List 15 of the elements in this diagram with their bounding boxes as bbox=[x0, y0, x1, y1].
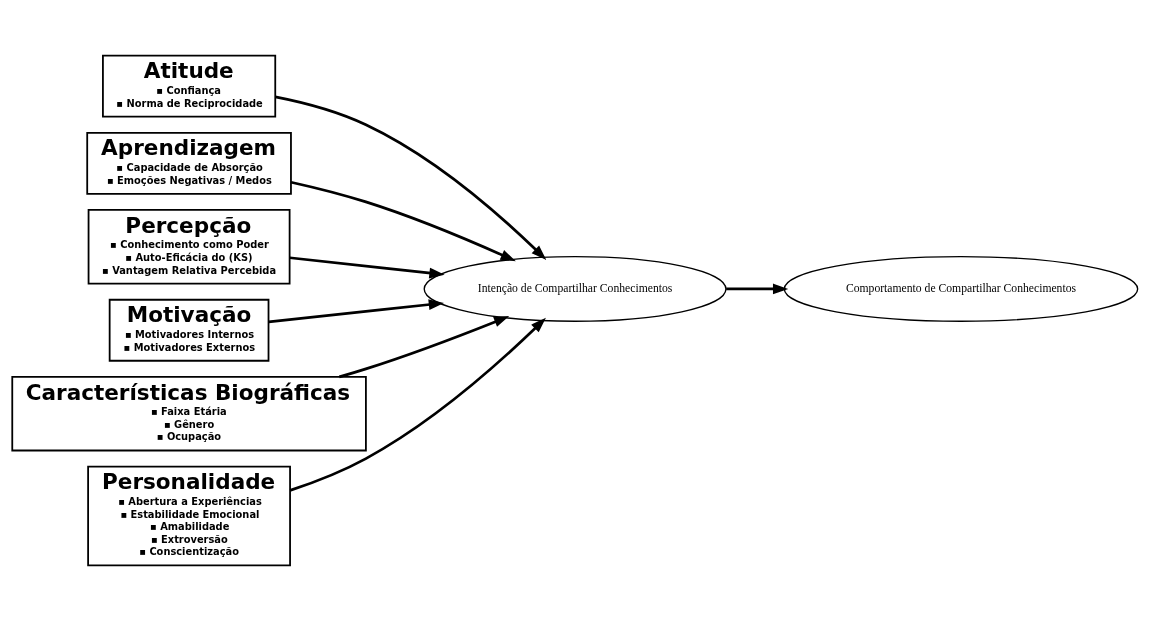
arrow bbox=[289, 256, 445, 279]
arrow bbox=[289, 317, 546, 492]
arrow bbox=[275, 95, 547, 260]
node-box: Características Biográficas ▪ Faixa Etária ▪ Gênero ▪ Ocupação bbox=[11, 376, 367, 452]
arrow bbox=[338, 316, 510, 379]
arrow bbox=[290, 180, 516, 262]
arrow bbox=[268, 299, 445, 324]
node-ellipse: Intenção de Compartilhar Conhecimentos bbox=[423, 255, 727, 322]
node-box: Motivação ▪ Motivadores Internos ▪ Motivadores Externos bbox=[108, 298, 270, 362]
node-box: Atitude ▪ Confiança ▪ Norma de Reciprocidade bbox=[102, 54, 277, 118]
node-box: Aprendizagem ▪ Capacidade de Absorção ▪ Emoções Negativas / Medos bbox=[86, 131, 292, 195]
node-ellipse: Comportamento de Compartilhar Conhecimentos bbox=[783, 255, 1139, 322]
node-box: Personalidade ▪ Abertura a Experiências ▪ Estabilidade Emocional ▪ Amabilidade ▪ Extroversão ▪ Conscientização bbox=[87, 465, 291, 567]
node-box: Percepção ▪ Conhecimento como Poder ▪ Auto-Eficácia do (KS) ▪ Vantagem Relativa Percebida bbox=[87, 209, 291, 285]
arrow bbox=[726, 283, 789, 295]
